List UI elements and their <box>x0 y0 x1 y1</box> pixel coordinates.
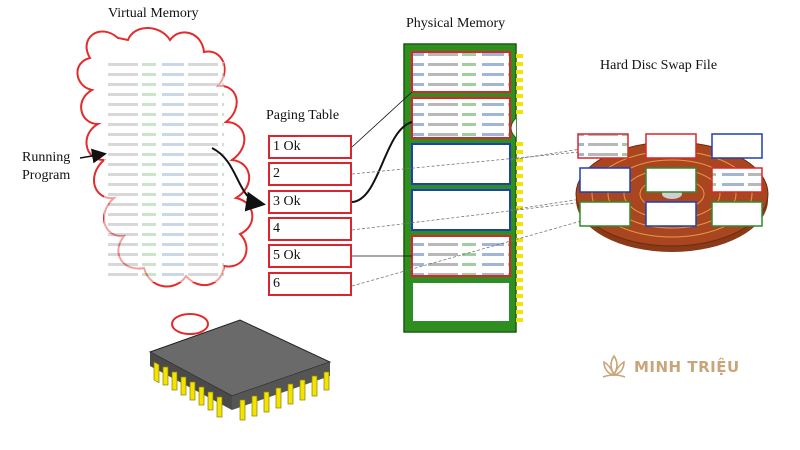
table-to-ram-connectors <box>351 91 641 287</box>
paging-row-3: 3 Ok <box>268 190 352 214</box>
brand-name: MINH TRIỆU <box>634 358 740 376</box>
running-program-arrow <box>79 148 107 164</box>
ram-slot-3 <box>411 143 511 185</box>
paging-table-title: Paging Table <box>266 108 340 123</box>
virtual-memory-cloud <box>76 27 254 348</box>
paging-row-5: 5 Ok <box>268 244 352 268</box>
paging-row-1: 1 Ok <box>268 135 352 159</box>
ram-slot-1 <box>411 51 511 93</box>
lotus-logo-icon <box>602 354 626 378</box>
cpu-chip-icon <box>148 319 332 421</box>
mapping-curve-vm-to-table <box>211 147 266 212</box>
ram-module-icon <box>403 43 523 333</box>
ram-slot-2 <box>411 97 511 139</box>
paging-row-6: 6 <box>268 272 352 296</box>
brand-logo: MINH TRIỆU <box>600 354 740 380</box>
running-program-label-line2: Program <box>22 168 71 183</box>
paging-row-2: 2 <box>268 162 352 186</box>
virtual-memory-title: Virtual Memory <box>108 6 199 21</box>
paging-row-4: 4 <box>268 217 352 241</box>
ram-slot-6 <box>411 281 511 323</box>
ram-slot-5 <box>411 235 511 277</box>
thought-bubble-1 <box>171 313 209 335</box>
running-program-label-line1: Running <box>22 150 71 165</box>
physical-memory-title: Physical Memory <box>406 16 506 31</box>
ram-slot-4 <box>411 189 511 231</box>
hard-disc-icon <box>575 133 769 252</box>
swap-file-title: Hard Disc Swap File <box>600 58 718 73</box>
